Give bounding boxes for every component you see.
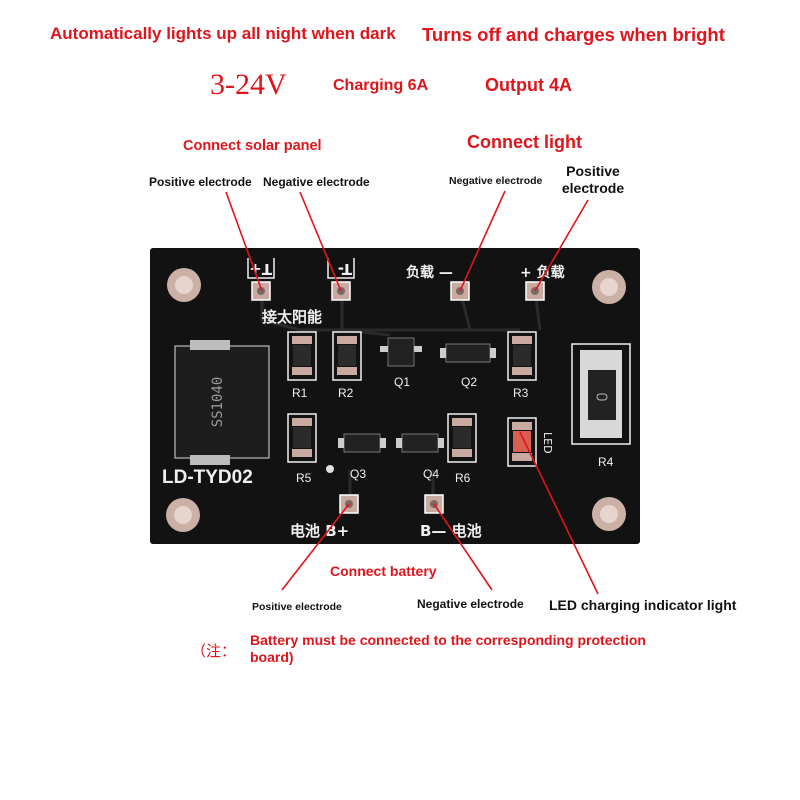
silk-solar: 接太阳能 (262, 308, 322, 326)
label-r6: R6 (455, 471, 471, 485)
silk-load-positive: + 负载 (520, 264, 565, 281)
label-q2: Q2 (461, 375, 477, 389)
label-r2: R2 (338, 386, 354, 400)
leader-lines (225, 190, 599, 595)
battery-negative-label: Negative electrode (417, 597, 524, 611)
label-q1: Q1 (394, 375, 410, 389)
battery-positive-label: Positive electrode (252, 601, 342, 613)
battery-label: Connect battery (330, 563, 437, 579)
board-model: LD-TYD02 (162, 467, 253, 488)
resistor-r4 (571, 343, 631, 445)
output-spec: Output 4A (485, 75, 572, 95)
label-r4: R4 (598, 455, 614, 469)
feature-bright-text: Turns off and charges when bright (422, 24, 725, 45)
led-indicator-label: LED charging indicator light (549, 597, 737, 613)
solar-negative-label: Negative electrode (263, 175, 370, 189)
light-positive-label: Positive electrode (561, 163, 625, 196)
diode-code: SS1040 (210, 377, 226, 428)
silk-load-negative: 负载 — (406, 264, 453, 281)
silk-led: LED (541, 432, 554, 454)
note-prefix: （注： (191, 642, 237, 660)
charging-spec: Charging 6A (333, 77, 429, 94)
schottky-diode: SS1040 (174, 340, 270, 465)
mounting-holes (166, 268, 626, 532)
silk-t-negative: T- (338, 260, 352, 278)
light-negative-label: Negative electrode (449, 175, 543, 187)
label-r5: R5 (296, 471, 312, 485)
silk-battery-positive: 电池 B+ (290, 522, 349, 540)
note-text: Battery must be connected to the corresp… (250, 632, 646, 665)
transistors (338, 337, 496, 453)
silk-t-positive: T+ (249, 260, 272, 278)
label-q4: Q4 (423, 467, 439, 481)
light-label: Connect light (467, 132, 582, 152)
label-r1: R1 (292, 386, 308, 400)
silk-battery-negative: B— 电池 (420, 522, 482, 540)
label-r3: R3 (513, 386, 529, 400)
solar-panel-label: Connect solar panel (183, 138, 322, 154)
feature-dark-text: Automatically lights up all night when d… (50, 24, 396, 43)
label-q3: Q3 (350, 467, 366, 481)
voltage-spec: 3-24V (210, 68, 287, 101)
solar-positive-label: Positive electrode (149, 175, 252, 189)
